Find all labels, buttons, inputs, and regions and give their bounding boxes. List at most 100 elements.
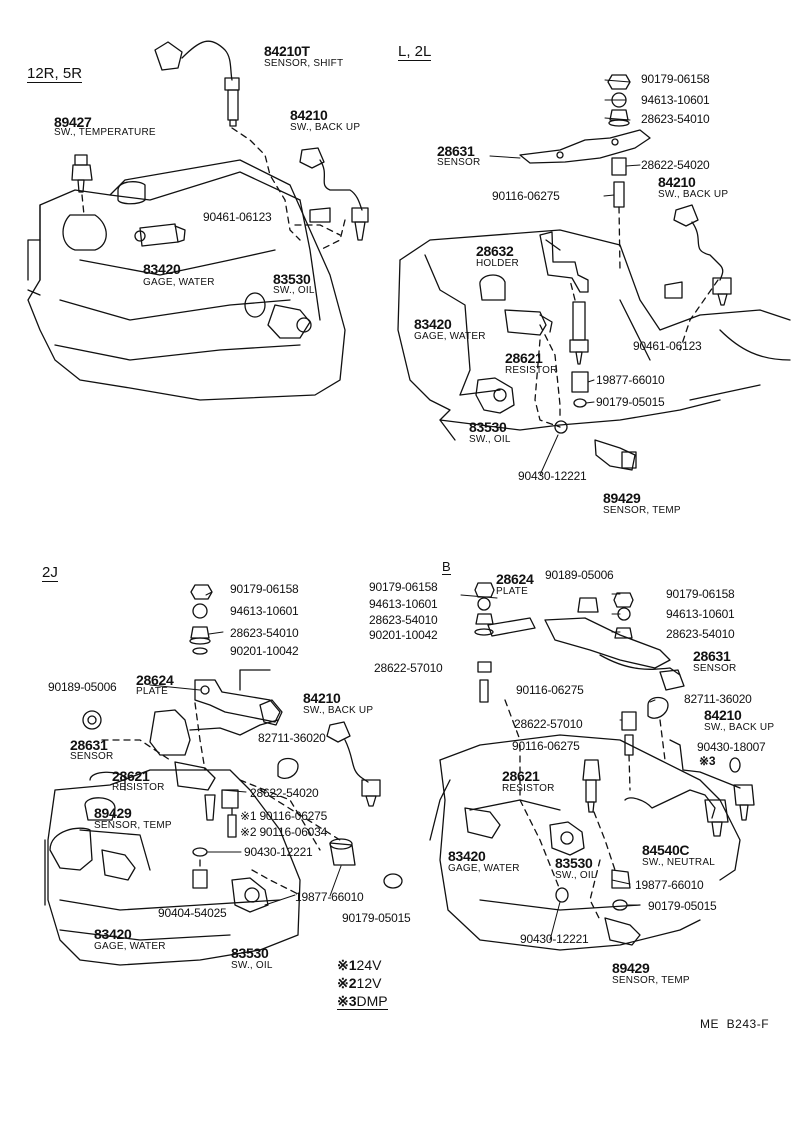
backup-switch-84210-2j	[326, 721, 381, 807]
part-number: 28624	[136, 672, 174, 688]
neutral-switch-84540C	[624, 789, 729, 837]
part-number: 90179-06158	[641, 72, 710, 86]
part-name: SENSOR	[693, 663, 737, 674]
part-name: SW., NEUTRAL	[642, 857, 715, 868]
part-name: SENSOR, TEMP	[603, 505, 681, 516]
backup-switch-84210-b	[669, 739, 755, 821]
part-number: 90179-06158	[230, 582, 299, 596]
part-number: 83530	[555, 855, 593, 871]
resistor-28621-b	[582, 759, 601, 813]
resistor-28621-l2l	[569, 301, 589, 408]
part-name: PLATE	[136, 686, 168, 697]
sensor-28631-2j	[149, 699, 283, 756]
part-name: SENSOR, TEMP	[94, 820, 172, 831]
part-number: 89429	[603, 490, 641, 506]
part-number: 82711-36020	[684, 692, 752, 706]
part-footnote-mark: ※3	[699, 754, 716, 768]
part-number: 19877-66010	[596, 373, 665, 387]
part-number: 84210	[303, 690, 341, 706]
part-name: SW., OIL	[231, 960, 273, 971]
part-number: 28631	[693, 648, 731, 664]
sleeve-28622-b	[621, 711, 637, 731]
washer-90430-2j	[192, 847, 208, 857]
part-number: 28623-54010	[230, 626, 299, 640]
part-name: GAGE, WATER	[94, 941, 166, 952]
part-number: 83530	[273, 271, 311, 287]
part-number: 28622-57010	[374, 661, 443, 675]
sleeve-28622-2j	[221, 789, 239, 809]
stack-b-right	[613, 592, 634, 639]
part-number: 94613-10601	[641, 93, 710, 107]
water-gage-83420-l2l	[504, 309, 553, 336]
part-number: 90116-06275	[512, 739, 580, 753]
bushing-90189-2j	[82, 710, 102, 730]
stack-nut-washer-2j	[189, 584, 213, 655]
part-name: SW., BACK UP	[658, 189, 729, 200]
part-number: 28623-54010	[369, 613, 438, 627]
bushing-90189-b	[577, 597, 599, 613]
part-number: 90430-12221	[518, 469, 587, 483]
part-number: 94613-10601	[230, 604, 299, 618]
part-number: 28623-54010	[666, 627, 735, 641]
footnote: ※3DMP	[337, 993, 388, 1010]
water-gage-83420-12r	[134, 223, 186, 247]
washer-90430-b	[555, 887, 569, 903]
engine-block-2j	[44, 769, 301, 966]
nut-90179-05015-2j	[383, 873, 403, 889]
stud-90116-2j	[227, 814, 237, 838]
part-number: 90179-05015	[342, 911, 411, 925]
oil-switch-83530-l2l	[475, 377, 515, 414]
engine-block-12r	[27, 159, 346, 401]
part-name: RESISTOR	[505, 365, 558, 376]
part-name: SENSOR, SHIFT	[264, 58, 344, 69]
section-header-l-2l: L, 2L	[398, 43, 432, 61]
holder-28632	[539, 231, 589, 293]
footnote: ※124V	[337, 957, 382, 973]
oil-switch-83530-12r	[244, 292, 312, 339]
sensor-28631-l2l	[519, 129, 651, 164]
part-name: SENSOR	[70, 751, 114, 762]
reference-code: ME B243-F	[700, 1017, 770, 1031]
part-name: SW., TEMPERATURE	[54, 127, 156, 138]
part-number: 83530	[469, 419, 507, 435]
part-number: 89429	[612, 960, 650, 976]
part-name: SENSOR	[437, 157, 481, 168]
plate-28624-2j	[194, 669, 281, 723]
part-number: 90179-05015	[596, 395, 665, 409]
part-number: 90179-05015	[648, 899, 717, 913]
part-19877-b	[611, 869, 631, 889]
part-number: 90179-06158	[369, 580, 438, 594]
backup-switch-84210-l2l	[664, 204, 732, 306]
sensor-28631-b	[544, 617, 685, 691]
part-number: 28622-54020	[641, 158, 710, 172]
part-name: SW., OIL	[555, 870, 597, 881]
clamp-82711-2j	[277, 757, 299, 780]
part-number: 90179-06158	[666, 587, 735, 601]
part-number: 90189-05006	[48, 680, 117, 694]
part-number: 83530	[231, 945, 269, 961]
part-number: 28621	[502, 768, 540, 784]
part-number: 28621	[505, 350, 543, 366]
part-number: 90116-06275	[492, 189, 560, 203]
part-number: 83420	[448, 848, 486, 864]
part-number: 83420	[143, 261, 181, 277]
part-name: RESISTOR	[502, 783, 555, 794]
water-gage-83420-b	[464, 807, 501, 839]
part-number: 28622-54020	[250, 786, 319, 800]
part-name: HOLDER	[476, 258, 519, 269]
part-number: 84210T	[264, 43, 310, 59]
part-name: SW., BACK UP	[303, 705, 374, 716]
section-header-12r-5r: 12R, 5R	[27, 65, 83, 83]
part-name: SW., OIL	[469, 434, 511, 445]
part-number: 94613-10601	[666, 607, 735, 621]
part-name: GAGE, WATER	[143, 277, 215, 288]
part-number: 84210	[704, 707, 742, 723]
washer-90430-l2l	[554, 420, 568, 434]
part-number: 90461-06123	[633, 339, 702, 353]
part-name: RESISTOR	[112, 782, 165, 793]
part-number: 28622-57010	[514, 717, 583, 731]
stack-nut-washer-l2l	[607, 74, 631, 271]
section-header-2j: 2J	[42, 564, 58, 582]
part-number: 28631	[70, 737, 108, 753]
part-number: 84210	[290, 107, 328, 123]
